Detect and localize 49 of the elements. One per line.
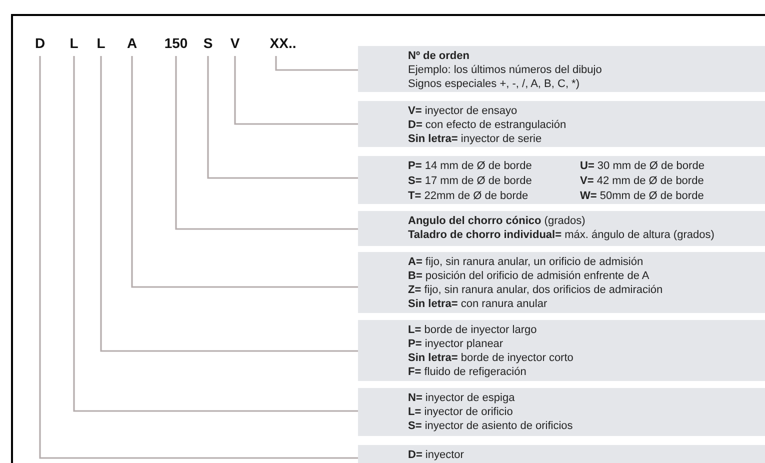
description-text: B= posición del orificio de admisión enfrente de A xyxy=(408,270,650,282)
leader-line xyxy=(39,56,358,459)
description-panel xyxy=(358,320,765,381)
description-text: U= 30 mm de Ø de borde xyxy=(580,160,704,172)
description-text: F= fluido de refigeración xyxy=(408,366,526,378)
leader-line xyxy=(73,56,358,412)
code-letter: S xyxy=(203,36,213,50)
description-text: D= con efecto de estrangulación xyxy=(408,119,566,131)
description-panel xyxy=(358,46,765,92)
description-text: Taladro de chorro individual= máx. ángulo de altura (grados) xyxy=(408,229,714,241)
description-panel xyxy=(358,101,765,147)
leader-line xyxy=(175,56,358,230)
description-text: A= fijo, sin ranura anular, un orificio de admisión xyxy=(408,256,644,268)
description-text: Sin letra= con ranura anular xyxy=(408,298,548,310)
description-text: V= inyector de ensayo xyxy=(408,105,518,117)
description-text: D= inyector xyxy=(408,449,464,461)
description-text: P= 14 mm de Ø de borde xyxy=(408,160,532,172)
code-letter: L xyxy=(70,36,78,50)
code-letter: D xyxy=(34,36,46,50)
description-text: Signos especiales +, -, /, A, B, C, *) xyxy=(408,78,580,90)
code-letter: L xyxy=(96,36,106,50)
leader-line xyxy=(207,56,358,179)
description-panel xyxy=(358,388,765,436)
description-text: T= 22mm de Ø de borde xyxy=(408,190,528,202)
description-text: Ejemplo: los últimos números del dibujo xyxy=(408,64,602,76)
description-text: S= 17 mm de Ø de borde xyxy=(408,175,532,187)
leader-line xyxy=(100,56,358,352)
description-panel xyxy=(358,156,765,204)
leader-line xyxy=(234,56,358,125)
description-text: P= inyector planear xyxy=(408,338,504,350)
description-panel xyxy=(358,252,765,313)
code-letter: A xyxy=(126,36,138,50)
leader-line xyxy=(275,56,358,71)
description-text: Sin letra= borde de inyector corto xyxy=(408,352,574,364)
code-letter: XX.. xyxy=(270,36,296,50)
description-text: Z= fijo, sin ranura anular, dos orificios de admiración xyxy=(408,284,663,296)
description-text: V= 42 mm de Ø de borde xyxy=(580,175,704,187)
description-text: L= borde de inyector largo xyxy=(408,324,537,336)
description-text: N= inyector de espiga xyxy=(408,392,515,404)
code-letter: V xyxy=(230,36,240,50)
description-panel xyxy=(358,211,765,246)
description-text: Angulo del chorro cónico (grados) xyxy=(408,215,586,227)
description-text: W= 50mm de Ø de borde xyxy=(580,190,704,202)
description-text: Nº de orden xyxy=(408,50,470,62)
description-text: S= inyector de asiento de orificios xyxy=(408,420,573,432)
description-text: L= inyector de orificio xyxy=(408,406,513,418)
leader-line xyxy=(131,56,358,288)
description-text: Sin letra= inyector de serie xyxy=(408,133,542,145)
code-letter: 150 xyxy=(164,36,188,50)
